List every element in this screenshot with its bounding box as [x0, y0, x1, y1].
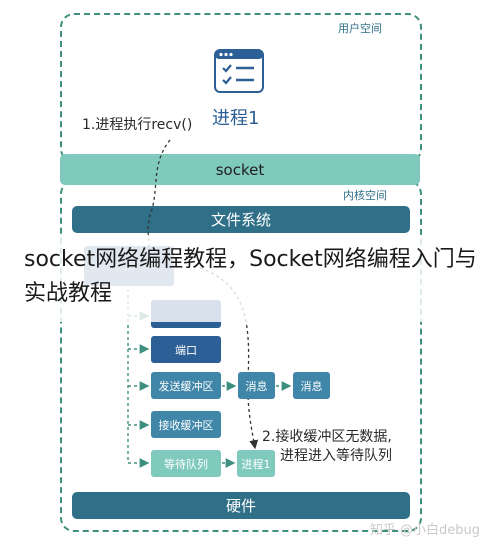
annotation-recv-empty: 2.接收缓冲区无数据, 进程进入等待队列	[262, 428, 392, 466]
message-box-2: 消息	[293, 372, 330, 399]
watermark: 知乎 @小白debug	[369, 523, 480, 538]
port-box: 端口	[151, 336, 221, 363]
filesystem-bar: 文件系统	[72, 206, 410, 233]
user-space-label: 用户空间	[338, 22, 382, 35]
annotation-recv: 1.进程执行recv()	[82, 117, 193, 133]
overlay-title: socket网络编程教程，Socket网络编程入门与实战教程	[24, 247, 477, 306]
annotation-recv-empty-line1: 2.接收缓冲区无数据,	[262, 429, 392, 445]
wait-queue-box: 等待队列	[151, 450, 221, 477]
hardware-bar: 硬件	[72, 492, 410, 519]
kernel-space-label: 内核空间	[343, 189, 387, 202]
process-window-icon	[214, 49, 264, 93]
socket-bar: socket	[60, 154, 420, 185]
message-box-1: 消息	[238, 372, 275, 399]
process-title: 进程1	[212, 108, 260, 129]
queued-process-box: 进程1	[237, 450, 275, 477]
recv-buffer-box: 接收缓冲区	[151, 411, 221, 438]
annotation-recv-empty-line2: 进程进入等待队列	[280, 448, 392, 464]
send-buffer-box: 发送缓冲区	[151, 372, 221, 399]
title-overlay	[0, 236, 490, 322]
